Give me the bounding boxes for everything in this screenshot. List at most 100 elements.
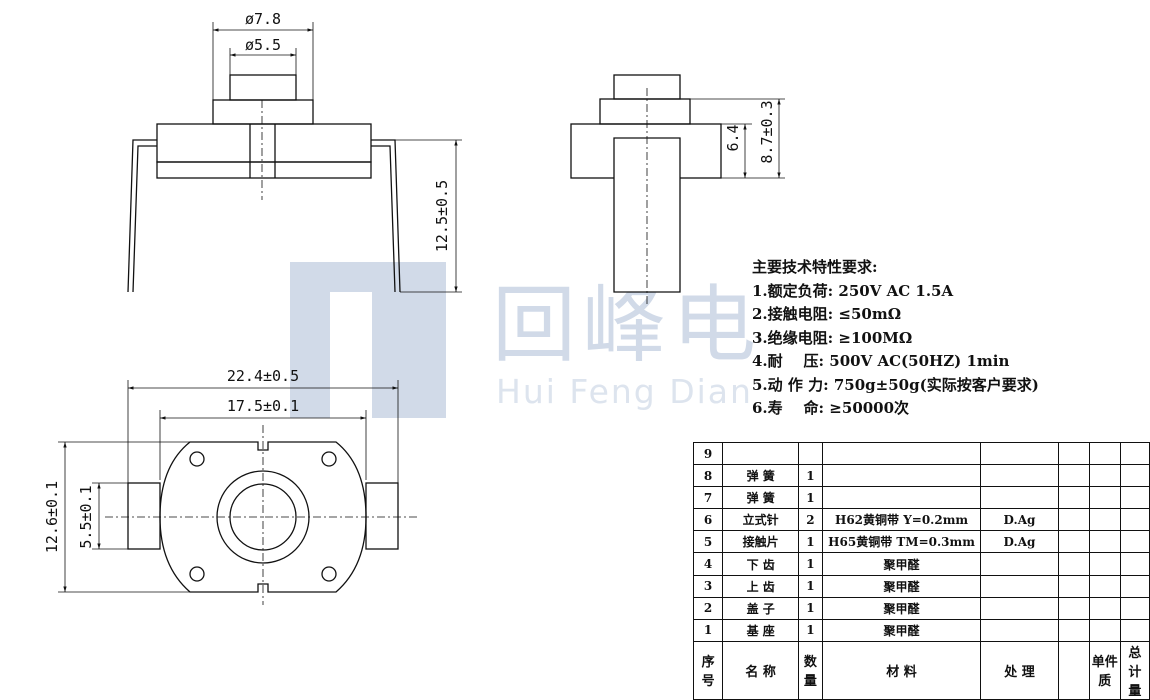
table-cell: 8 [692, 464, 724, 488]
spec-line: 5.动 作 力: 750g±50g(实际按客户要求) [752, 375, 1039, 394]
header-qty: 数量 [798, 640, 823, 700]
spec-title: 主要技术特性要求: [752, 258, 878, 276]
table-cell: 6 [692, 508, 724, 532]
dim-button-diameter: ø5.5 [245, 36, 281, 54]
table-cell [1088, 486, 1121, 510]
table-cell [1088, 596, 1121, 620]
technical-drawing: ø7.8 ø5.5 12.5±0.5 6.4 8.7±0.3 22.4±0.5 … [43, 10, 785, 605]
spec-line: 2.接触电阻: ≤50mΩ [752, 305, 902, 323]
table-cell [980, 552, 1059, 576]
dim-total-width: 22.4±0.5 [227, 367, 299, 385]
table-cell [1057, 464, 1090, 488]
table-cell [1057, 486, 1090, 510]
table-cell: 聚甲醛 [821, 574, 982, 598]
table-cell [1057, 618, 1090, 642]
table-cell: 7 [692, 486, 724, 510]
table-cell: 2 [692, 596, 724, 620]
table-cell: 1 [798, 464, 823, 488]
top-view [58, 380, 420, 605]
table-cell: 弹 簧 [722, 486, 800, 510]
header-material: 材 料 [821, 640, 982, 700]
table-cell [1057, 574, 1090, 598]
table-cell: 9 [692, 441, 724, 466]
side-view [570, 74, 785, 305]
table-cell: 4 [692, 552, 724, 576]
header-name: 名 称 [722, 640, 800, 700]
table-row: 9 [692, 441, 1150, 466]
table-cell [821, 464, 982, 488]
table-cell [1088, 574, 1121, 598]
table-cell: 接触片 [722, 530, 800, 554]
table-cell: H65黄铜带 TM=0.3mm [821, 530, 982, 554]
table-cell [722, 441, 800, 466]
table-cell [980, 596, 1059, 620]
table-cell [980, 574, 1059, 598]
table-cell: H62黄铜带 Y=0.2mm [821, 508, 982, 532]
dim-body-depth: 12.6±0.1 [43, 481, 61, 553]
table-cell: 下 齿 [722, 552, 800, 576]
table-cell: 上 齿 [722, 574, 800, 598]
table-cell [1057, 552, 1090, 576]
table-cell: 1 [798, 574, 823, 598]
dim-body-width: 17.5±0.1 [227, 397, 299, 415]
table-cell: 1 [798, 552, 823, 576]
header-total: 总计量 [1119, 640, 1150, 700]
watermark-logo [290, 262, 446, 418]
table-cell [1119, 596, 1150, 620]
spec-line: 1.额定负荷: 250V AC 1.5A [752, 281, 954, 300]
table-cell: 3 [692, 574, 724, 598]
front-view [127, 22, 462, 293]
table-cell [980, 441, 1059, 466]
table-cell [1119, 574, 1150, 598]
table-cell: D.Ag [980, 530, 1059, 554]
table-cell: 5 [692, 530, 724, 554]
table-cell [1057, 596, 1090, 620]
table-cell: 1 [798, 596, 823, 620]
spec-line: 6.寿 命: ≥50000次 [752, 399, 910, 417]
spec-line: 4.耐 压: 500V AC(50HZ) 1min [752, 352, 1010, 370]
table-cell [1119, 508, 1150, 532]
table-cell [1057, 530, 1090, 554]
dim-pin-height: 12.5±0.5 [433, 180, 451, 252]
table-cell [980, 486, 1059, 510]
table-cell [821, 441, 982, 466]
table-cell [1057, 441, 1090, 466]
table-cell [821, 486, 982, 510]
header-unit: 单件质 [1088, 640, 1121, 700]
table-cell: 弹 簧 [722, 464, 800, 488]
table-cell [1057, 508, 1090, 532]
table-cell: 1 [692, 618, 724, 642]
dim-body-height: 6.4 [724, 124, 742, 151]
table-cell [1088, 441, 1121, 466]
table-cell: 1 [798, 486, 823, 510]
table-cell: 2 [798, 508, 823, 532]
table-cell [1119, 530, 1150, 554]
watermark-subtext: Hui Feng Dian [496, 372, 753, 411]
table-cell: 聚甲醛 [821, 618, 982, 642]
dim-total-height: 8.7±0.3 [758, 100, 776, 163]
table-cell: 1 [798, 530, 823, 554]
table-cell [1119, 552, 1150, 576]
table-cell: 立式针 [722, 508, 800, 532]
header-process: 处 理 [980, 640, 1059, 700]
table-header-row: 序号 名 称 数量 材 料 处 理 单件质 总计量 [692, 640, 1150, 700]
table-cell [1088, 530, 1121, 554]
table-cell [1088, 508, 1121, 532]
table-cell [1119, 464, 1150, 488]
table-cell [980, 464, 1059, 488]
table-cell [1119, 618, 1150, 642]
table-cell [1057, 640, 1090, 700]
table-cell: 1 [798, 618, 823, 642]
table-cell [1088, 618, 1121, 642]
spec-block: 主要技术特性要求: 1.额定负荷: 250V AC 1.5A 2.接触电阻: ≤… [752, 256, 1039, 421]
spec-line: 3.绝缘电阻: ≥100MΩ [752, 328, 913, 347]
